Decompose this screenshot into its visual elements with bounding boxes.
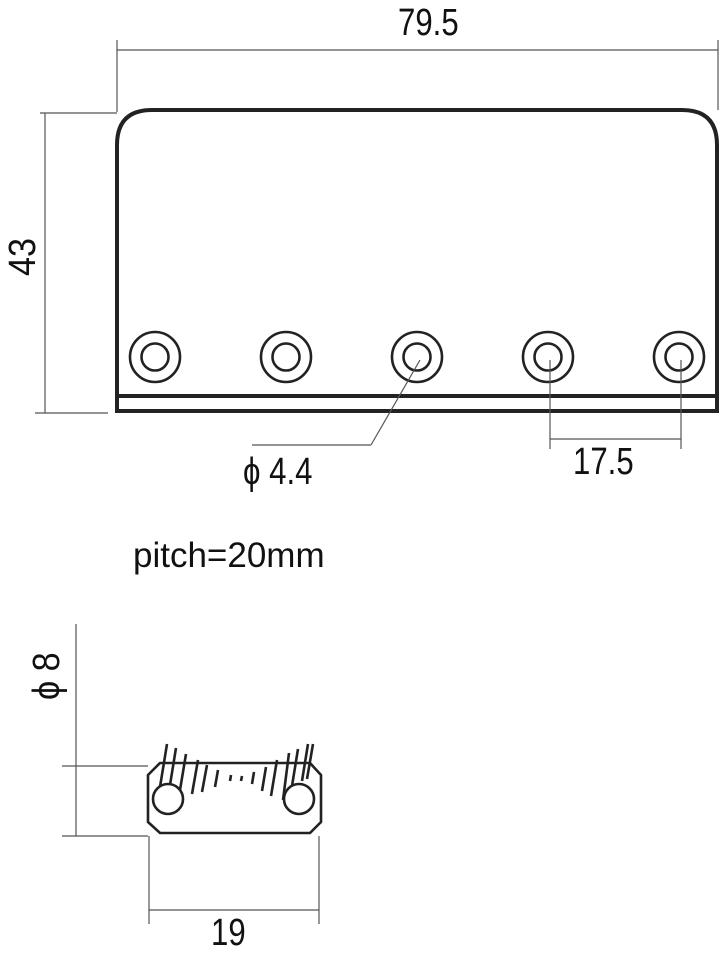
saddle-part [146,743,323,835]
plate-width-label: 79.5 [398,2,459,44]
saddle-hole-right [282,782,316,816]
pitch-note: pitch=20mm [133,536,325,575]
saddle-outline [146,761,323,835]
plate-outline [115,108,719,413]
mounting-holes [128,330,706,384]
saddle-diameter-dimension-line [62,624,148,837]
hole-5 [652,330,706,384]
saddle-hole-left [151,782,185,816]
hole-2 [259,330,313,384]
thread-hatching [158,743,315,801]
saddle-diameter-label: ϕ 8 [26,652,68,700]
plate-height-label: 43 [2,237,44,276]
hole-spacing-dimension-line [549,360,682,449]
hole-diameter-leader [252,359,421,446]
width-dimension-line [40,40,719,114]
hole-spacing-label: 17.5 [573,441,634,483]
hole-1 [128,330,182,384]
hole-3 [390,330,444,384]
saddle-width-dimension-line [148,836,320,924]
bridge-plate [115,108,719,413]
hole-diameter-label: ϕ 4.4 [243,451,313,493]
saddle-width-label: 19 [211,912,246,954]
height-dimension-line [35,113,108,414]
hole-4 [521,330,575,384]
